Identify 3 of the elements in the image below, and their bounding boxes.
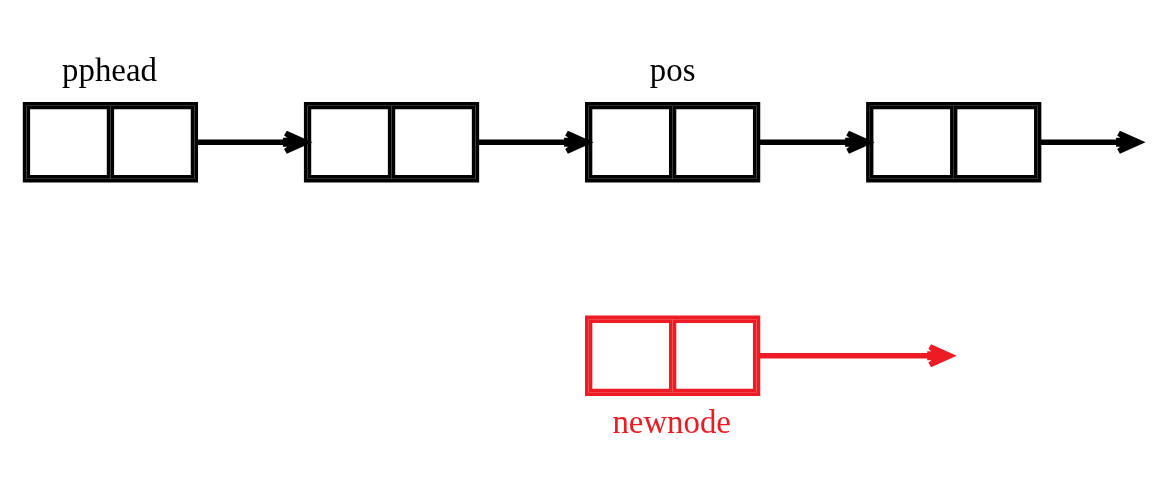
node-label: pos: [649, 51, 696, 88]
node-label: pphead: [62, 51, 157, 88]
node-label: newnode: [612, 403, 731, 440]
